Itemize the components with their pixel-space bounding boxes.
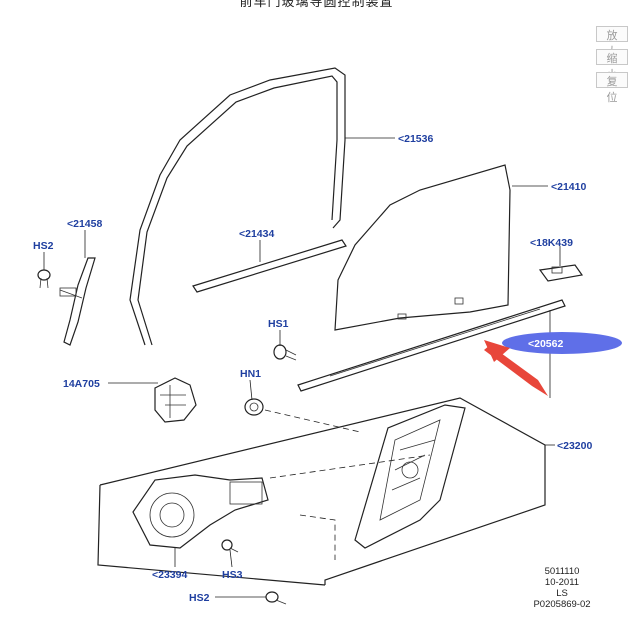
highlight-ellipse (502, 332, 622, 354)
callout-20562: <20562 (528, 338, 563, 350)
screw-hs3 (221, 539, 239, 553)
stamp-line-1: 5011110 (545, 566, 580, 577)
bolt-hs2-top (37, 269, 51, 289)
drawing-stamp: 5011110 10-2011 LS P0205869-02 (533, 566, 590, 610)
reset-zoom-button[interactable]: 复位 (596, 72, 628, 104)
window-regulator (354, 404, 466, 549)
stamp-line-4: P0205869-02 (533, 599, 590, 610)
callout-21536: <21536 (398, 133, 433, 145)
stamp-line-2: 10-2011 (545, 577, 579, 588)
callout-hs3: HS3 (222, 569, 243, 581)
callout-23394: <23394 (152, 569, 187, 581)
callout-21458: <21458 (67, 218, 102, 230)
callout-21410: <21410 (551, 181, 586, 193)
page-title: 前车门玻璃导圆控制装置 (239, 0, 394, 9)
bolt-hs1 (273, 344, 297, 361)
belt-moulding-inner (192, 239, 347, 293)
regulator-assembly-outline (97, 397, 546, 586)
callout-21434: <21434 (239, 228, 274, 240)
callout-18k439: <18K439 (530, 237, 573, 249)
callout-hs2-bottom: HS2 (189, 592, 210, 604)
door-glass (334, 164, 511, 331)
callout-23200: <23200 (557, 440, 592, 452)
regulator-motor (132, 474, 269, 549)
nut-hn1 (244, 398, 264, 416)
callout-14a705: 14A705 (63, 378, 100, 390)
stamp-line-3: LS (556, 588, 568, 599)
door-frame-seal (129, 67, 346, 346)
bolt-hs2-bottom (265, 591, 287, 605)
rear-run-channel (59, 257, 96, 346)
red-arrow-icon (484, 340, 548, 396)
callout-hn1: HN1 (240, 368, 261, 380)
hinge-bracket (154, 377, 197, 423)
callout-hs2-top: HS2 (33, 240, 54, 252)
clip-part (538, 264, 584, 282)
leader-lines (43, 137, 561, 598)
belt-weatherstrip (297, 299, 566, 392)
callout-hs1: HS1 (268, 318, 289, 330)
